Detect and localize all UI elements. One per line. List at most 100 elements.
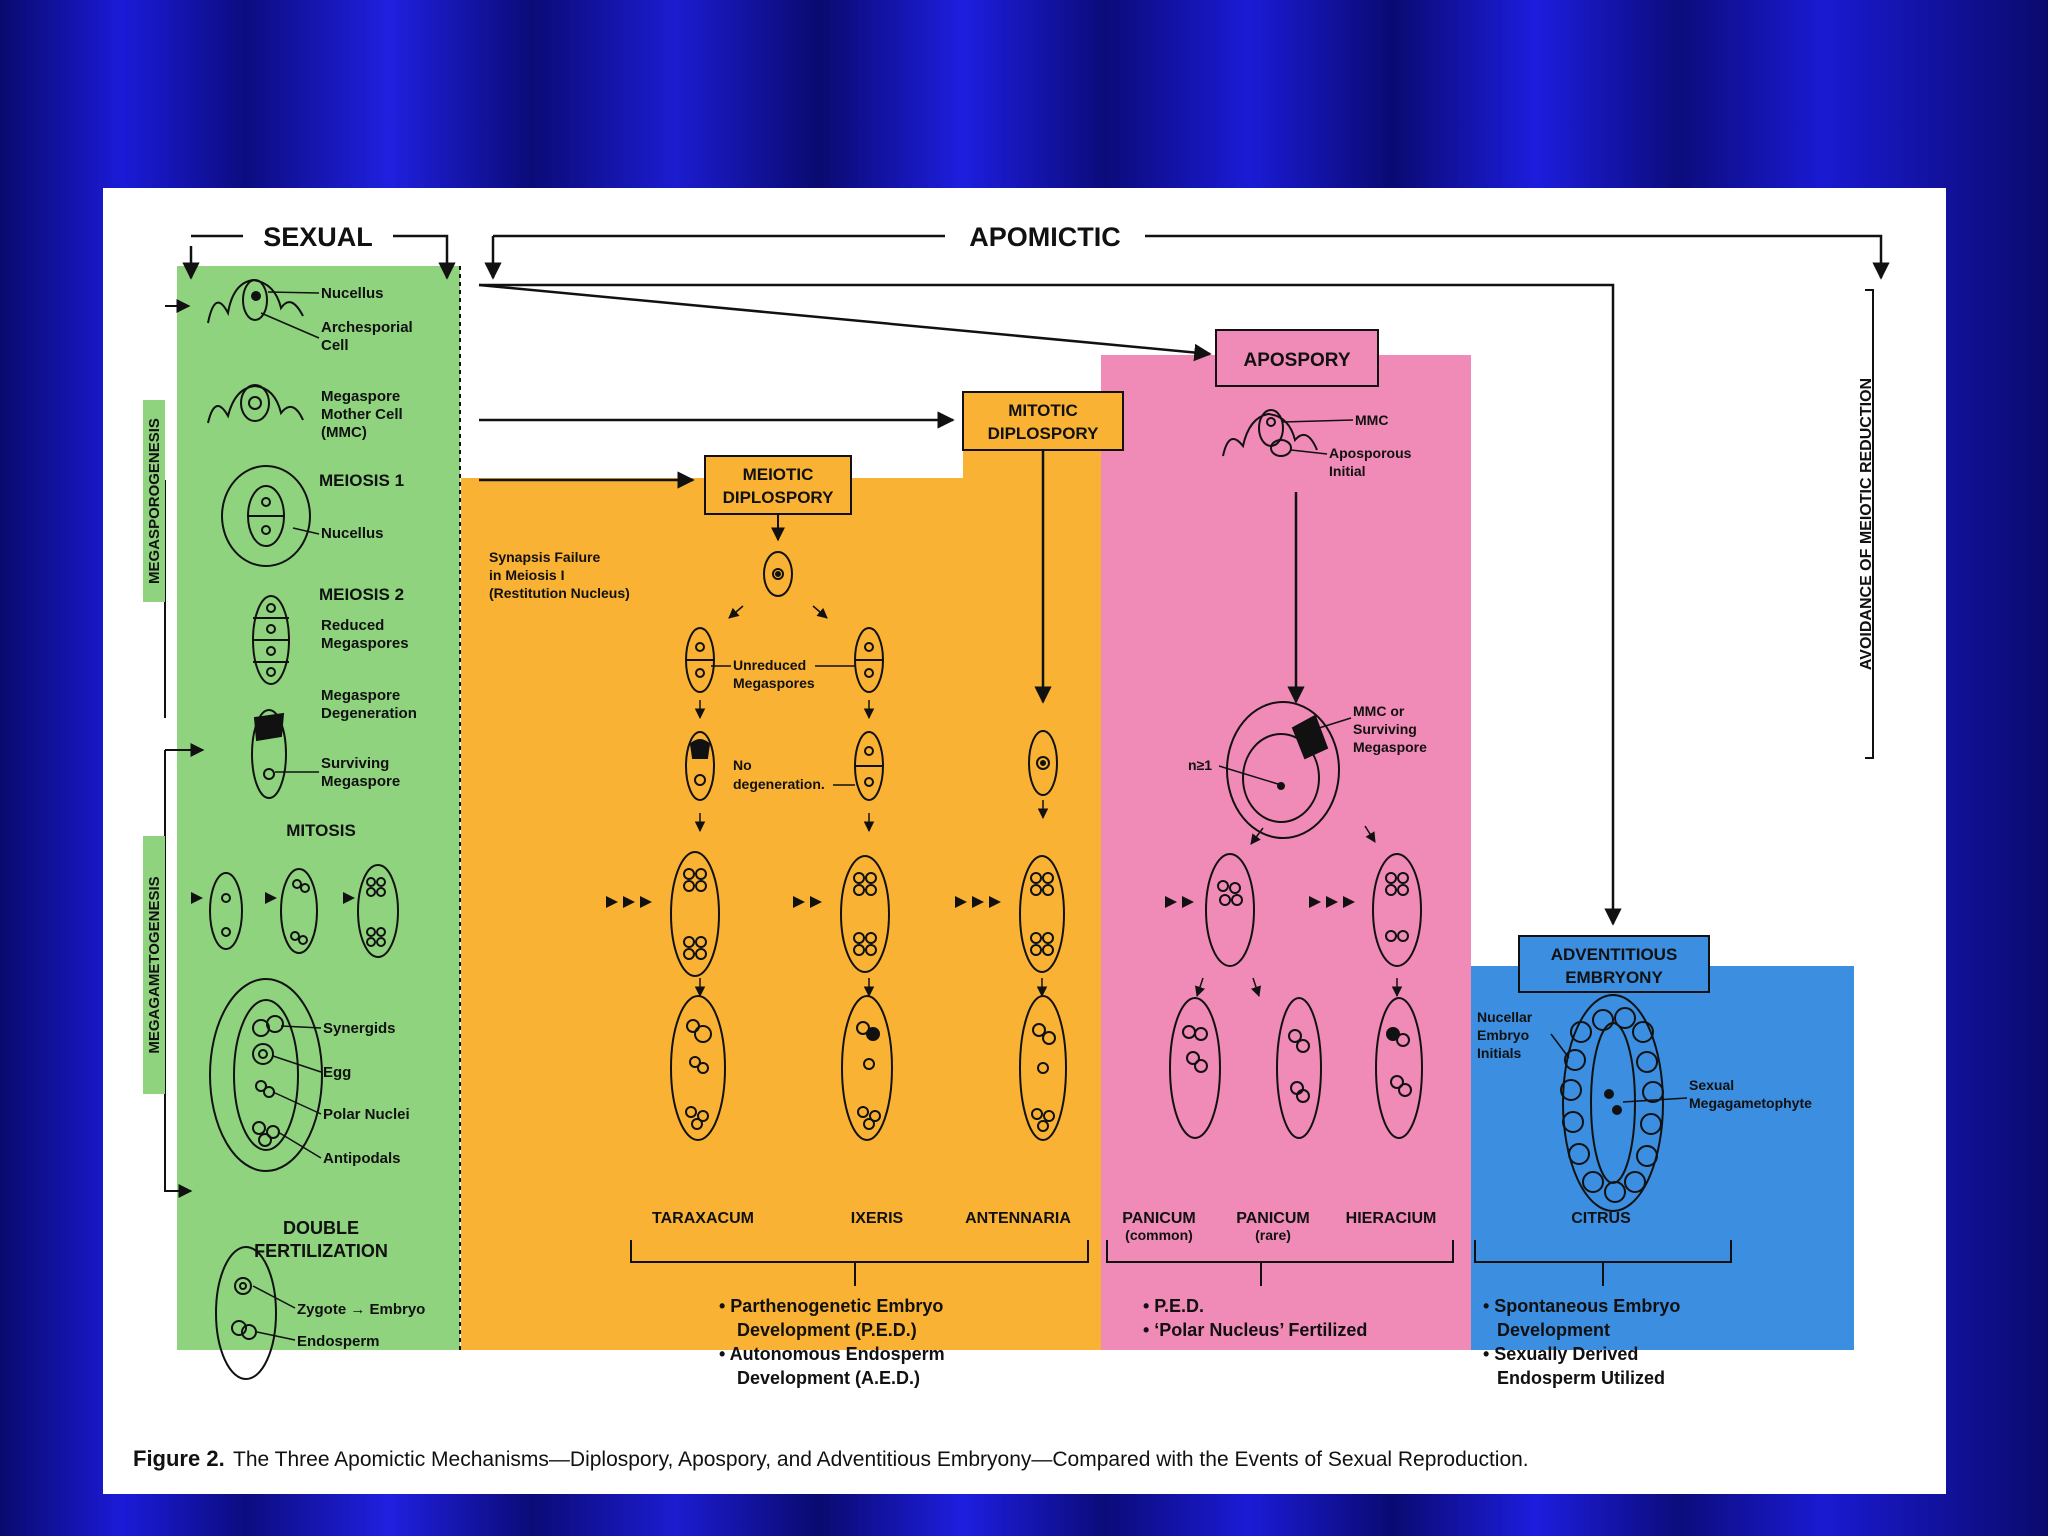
reduced-label: Reduced [321,617,384,634]
mmc-surviving-label-2: Surviving [1353,721,1417,737]
adventitious-box [1518,935,1710,993]
nucellar-label-3: Initials [1477,1045,1522,1061]
fertilization-drawing [215,1246,277,1380]
surviving-label: Surviving [321,755,389,772]
meiosis1-drawing [221,465,311,567]
apomictic-heading: APOMICTIC [969,222,1121,252]
adventitious-note-3: • Sexually Derived [1483,1344,1638,1364]
reduced-label-2: Megaspores [321,635,409,652]
mitotic-title: MITOTIC [1008,401,1078,420]
surviving-label-2: Megaspore [321,773,400,790]
nucellus-label: Nucellus [321,285,384,302]
apomixis-diagram: SEXUAL APOMICTIC AVOIDANCE OF MEIOTIC RE… [133,222,1890,1471]
meiosis2-label: MEIOSIS 2 [319,585,404,604]
adventitious-title-2: EMBRYONY [1565,968,1663,987]
mmc-drawing [207,384,304,424]
synapsis-label: Synapsis Failure [489,549,600,565]
diplospory-note-3: • Autonomous Endosperm [719,1344,945,1364]
genus-taraxacum: TARAXACUM [652,1210,754,1227]
mitotic-megaspore-drawing [1028,730,1058,796]
antipodals-label: Antipodals [323,1150,401,1167]
sexual-region [177,266,460,1350]
surviving-megaspore-drawing [1226,701,1340,839]
degeneration-drawing [251,709,287,799]
megasporogenesis-label: MEGASPOROGENESIS [146,418,163,584]
sexual-megagametophyte-label-2: Megagametophyte [1689,1095,1812,1111]
figure-caption-label: Figure 2. [133,1446,225,1471]
mmc-label: Megaspore [321,388,400,405]
progression-arrowheads [606,896,1355,908]
apospory-note-1: • P.E.D. [1143,1296,1204,1316]
double-fertilization-label: DOUBLE [283,1218,359,1238]
apospory-mmc-label: MMC [1355,412,1388,428]
adventitious-note-2: Development [1497,1320,1610,1340]
megagametogenesis-label: MEGAGAMETOGENESIS [146,876,163,1053]
genus-antennaria: ANTENNARIA [965,1210,1071,1227]
archesporial-label: Archesporial [321,319,413,336]
eight-nucleate-sacs [670,851,1422,977]
restitution-drawing [763,551,793,597]
genus-ixeris: IXERIS [851,1210,904,1227]
figure-panel: SEXUAL APOMICTIC AVOIDANCE OF MEIOTIC RE… [103,188,1946,1494]
synapsis-label-3: (Restitution Nucleus) [489,585,630,601]
genus-panicum-common: PANICUM [1122,1210,1195,1227]
sexual-heading: SEXUAL [263,222,373,252]
genus-panicum-rare: PANICUM [1236,1210,1309,1227]
mitotic-title-2: DIPLOSPORY [988,424,1099,443]
polar-nuclei-label: Polar Nuclei [323,1106,410,1123]
citrus-drawing [1560,994,1664,1212]
mitosis-drawings [191,864,399,958]
egg-label: Egg [323,1064,351,1081]
genus-citrus: CITRUS [1571,1210,1631,1227]
endosperm-label: Endosperm [297,1333,380,1350]
mmc-surviving-label-3: Megaspore [1353,739,1427,755]
unreduced-drawings [685,627,884,693]
apospory-mmc-drawing [1222,409,1318,457]
archesporial-label-2: Cell [321,337,349,354]
genus-panicum-rare-2: (rare) [1255,1227,1291,1243]
meiosis1-label: MEIOSIS 1 [319,471,404,490]
no-degeneration-label-2: degeneration. [733,776,825,792]
diplospory-region [461,438,1101,1350]
zygote-label: Zygote → Embryo [297,1301,425,1318]
meiotic-title: MEIOTIC [743,465,814,484]
genus-hieracium: HIERACIUM [1346,1210,1437,1227]
apospory-title: APOSPORY [1244,350,1351,371]
mmc-label-2: Mother Cell [321,406,403,423]
meiosis2-drawing [252,595,290,685]
adventitious-title: ADVENTITIOUS [1551,945,1678,964]
mmc-surviving-label: MMC or [1353,703,1405,719]
diplospory-note-1: • Parthenogenetic Embryo [719,1296,943,1316]
adventitious-region [1471,966,1854,1350]
genus-panicum-common-2: (common) [1125,1227,1193,1243]
apospory-region [1101,355,1471,1350]
adventitious-note-4: Endosperm Utilized [1497,1368,1665,1388]
synapsis-label-2: in Meiosis I [489,567,564,583]
avoidance-label: AVOIDANCE OF MEIOTIC REDUCTION [1858,378,1875,670]
meiotic-diplospory-box [704,455,852,515]
no-degeneration-drawings [685,731,884,801]
nucellus-drawing [207,278,304,324]
aposporous-label-2: Initial [1329,463,1366,479]
apospory-note-2: • ‘Polar Nucleus’ Fertilized [1143,1320,1367,1340]
mitosis-label: MITOSIS [286,821,356,840]
diplospory-note-4: Development (A.E.D.) [737,1368,920,1388]
no-degeneration-label: No [733,757,752,773]
mitotic-diplospory-box [962,391,1124,451]
figure-caption-text: The Three Apomictic Mechanisms—Diplospor… [233,1448,1529,1471]
degeneration-label-2: Degeneration [321,705,417,722]
down-arrows [694,977,1403,998]
n-label: n≥1 [1188,757,1212,773]
sexual-megagametophyte-label: Sexual [1689,1077,1734,1093]
unreduced-label: Unreduced [733,657,806,673]
nucellus2-label: Nucellus [321,525,384,542]
adventitious-note-1: • Spontaneous Embryo [1483,1296,1680,1316]
synergids-label: Synergids [323,1020,396,1037]
double-fertilization-label-2: FERTILIZATION [254,1241,388,1261]
meiotic-title-2: DIPLOSPORY [723,488,834,507]
apospory-box [1215,329,1379,387]
unreduced-label-2: Megaspores [733,675,815,691]
mature-sacs [670,995,1423,1141]
diplospory-note-2: Development (P.E.D.) [737,1320,917,1340]
degeneration-label: Megaspore [321,687,400,704]
